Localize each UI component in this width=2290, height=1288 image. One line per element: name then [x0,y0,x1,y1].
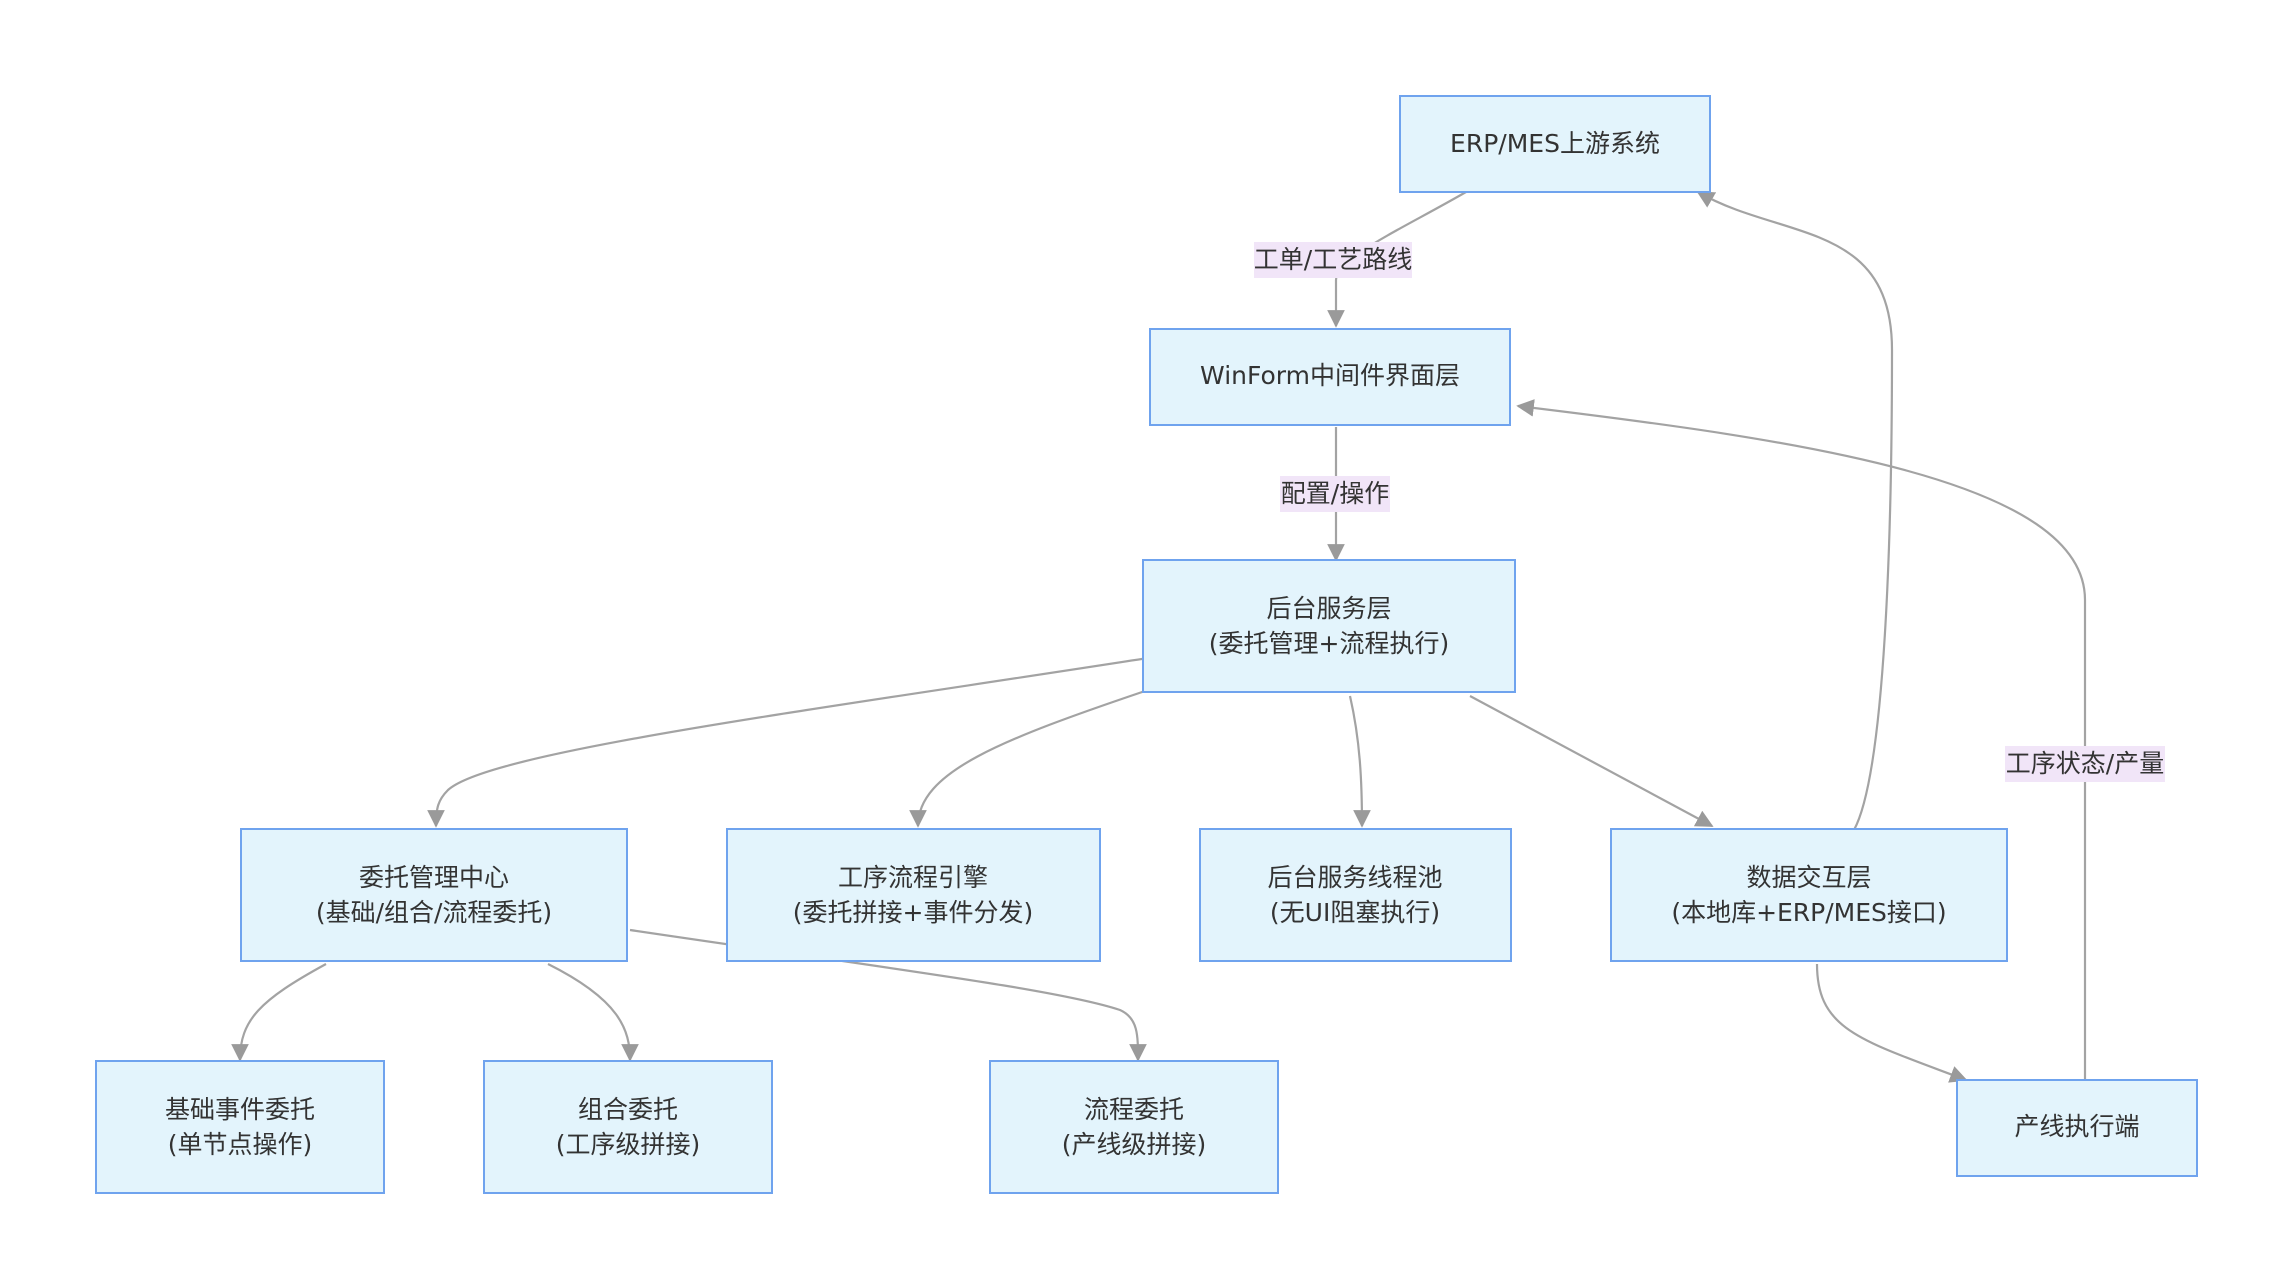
node-label-line1: 后台服务层 [1266,594,1391,623]
node-label-line1: 流程委托 [1084,1095,1184,1124]
node-label-line2: (本地库+ERP/MES接口) [1671,898,1946,927]
edge-delegate-center-to-basic [231,963,327,1062]
nodes: ERP/MES上游系统 WinForm中间件界面层 后台服务层 (委托管理+流程… [95,95,2198,1194]
node-label: 产线执行端 [2014,1112,2139,1141]
node-label-line1: 后台服务线程池 [1267,863,1442,892]
node-process-engine[interactable]: 工序流程引擎 (委托拼接+事件分发) [726,828,1101,962]
edge-line-exec-to-winform [1516,399,2087,1084]
node-label-line2: (委托管理+流程执行) [1209,629,1449,658]
node-label-line2: (基础/组合/流程委托) [316,898,552,927]
edge-label-line-to-winform: 工序状态/产量 [2005,746,2165,782]
node-label-line2: (无UI阻塞执行) [1270,898,1440,927]
node-label-line1: 工序流程引擎 [838,863,988,892]
edge-data-layer-to-erp [1696,191,1894,831]
node-label-line1: 基础事件委托 [165,1095,315,1124]
node-label-line2: (委托拼接+事件分发) [793,898,1033,927]
edge-delegate-center-to-combo [547,963,639,1062]
edge-backend-to-thread-pool [1348,695,1371,828]
node-backend-service[interactable]: 后台服务层 (委托管理+流程执行) [1142,559,1516,693]
edge-labels: 工单/工艺路线 配置/操作 工序状态/产量 [1254,242,2165,782]
edge-label-text: 配置/操作 [1281,479,1389,508]
node-label: WinForm中间件界面层 [1200,361,1460,390]
edge-label-text: 工单/工艺路线 [1254,245,1412,274]
edge-label-text: 工序状态/产量 [2006,749,2164,778]
edge-label-erp-to-winform: 工单/工艺路线 [1254,242,1412,278]
node-label: ERP/MES上游系统 [1450,129,1660,158]
node-erp-mes[interactable]: ERP/MES上游系统 [1399,95,1711,193]
node-combo-delegate[interactable]: 组合委托 (工序级拼接) [483,1060,773,1194]
edge-label-winform-to-backend: 配置/操作 [1280,476,1390,512]
node-data-layer[interactable]: 数据交互层 (本地库+ERP/MES接口) [1610,828,2008,962]
edge-backend-to-process-engine [909,688,1149,828]
node-basic-delegate[interactable]: 基础事件委托 (单节点操作) [95,1060,385,1194]
node-label-line2: (工序级拼接) [556,1130,701,1159]
node-label-line1: 数据交互层 [1746,863,1871,892]
edges [231,191,2087,1084]
node-flow-delegate[interactable]: 流程委托 (产线级拼接) [989,1060,1279,1194]
edge-data-layer-to-line-exec [1815,963,1968,1083]
edge-backend-to-data-layer [1469,695,1714,827]
node-label-line2: (产线级拼接) [1062,1130,1207,1159]
node-delegate-center[interactable]: 委托管理中心 (基础/组合/流程委托) [240,828,628,962]
node-label-line1: 委托管理中心 [359,863,509,892]
node-thread-pool[interactable]: 后台服务线程池 (无UI阻塞执行) [1199,828,1512,962]
node-line-exec[interactable]: 产线执行端 [1956,1079,2198,1177]
node-winform[interactable]: WinForm中间件界面层 [1149,328,1511,426]
node-label-line2: (单节点操作) [168,1130,313,1159]
node-label-line1: 组合委托 [578,1095,678,1124]
edge-backend-to-delegate-center [427,656,1149,828]
